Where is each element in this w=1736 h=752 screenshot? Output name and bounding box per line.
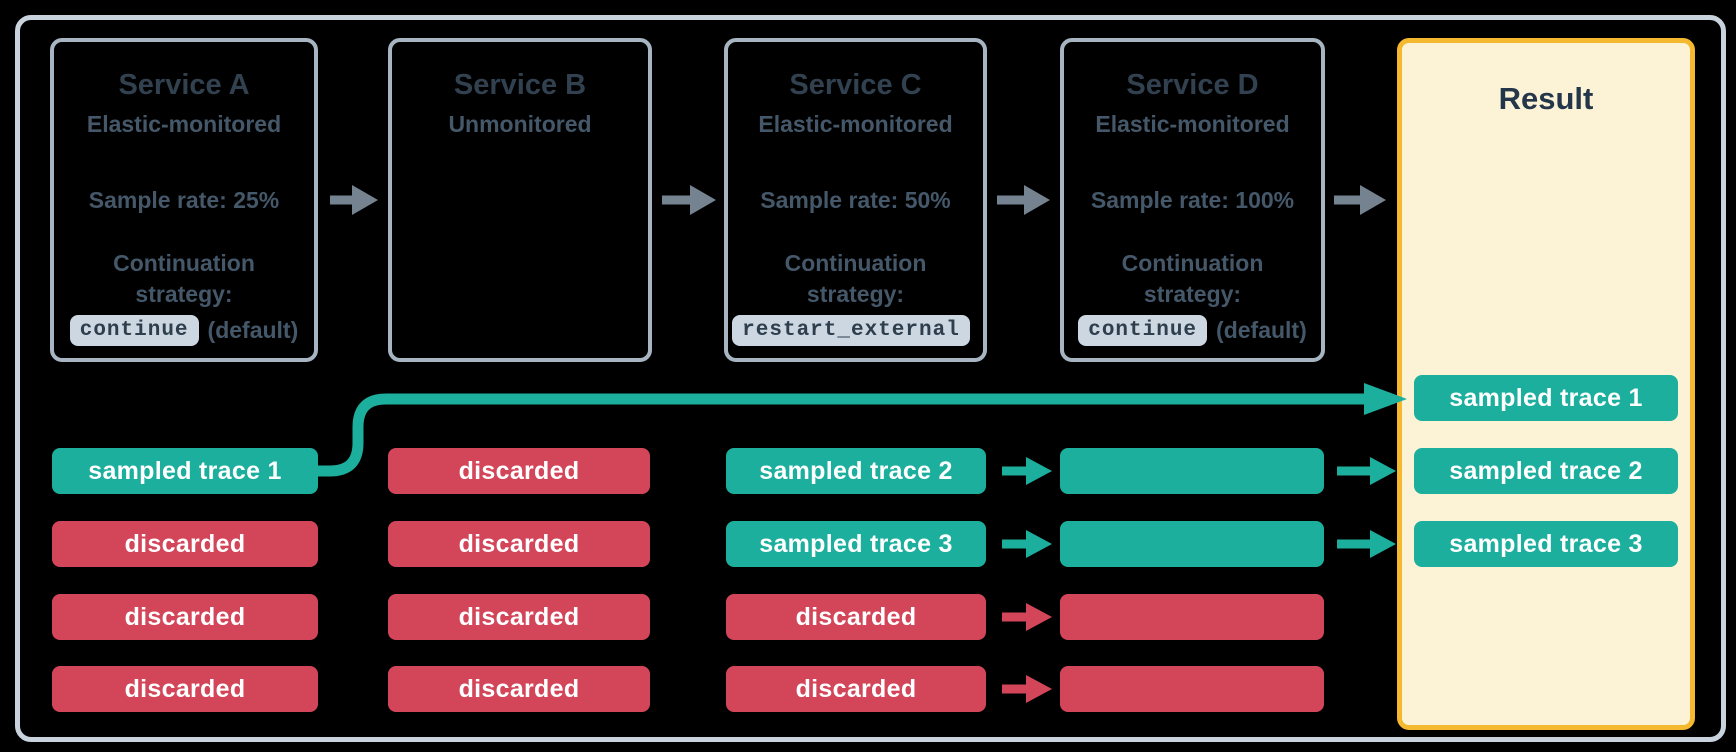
service-d-continuation-label: Continuation strategy: [1121, 250, 1264, 307]
service-box-b: Service B Unmonitored [388, 38, 652, 362]
trace-bar-a3-discarded: discarded [52, 594, 318, 640]
trace-bar-c4-discarded: discarded [726, 666, 986, 712]
trace-bar-b2-discarded: discarded [388, 521, 650, 567]
service-d-monitoring: Elastic-monitored [1095, 111, 1290, 137]
service-c-continuation-label: Continuation strategy: [784, 250, 927, 307]
service-a-sample-rate: Sample rate: 25% [88, 187, 280, 213]
service-d-strategy-note: (default) [1216, 317, 1307, 343]
trace-bar-d4-discarded-blank [1060, 666, 1324, 712]
service-c-strategy-code-chip: restart_external [732, 315, 970, 346]
service-c-monitoring: Elastic-monitored [758, 111, 953, 137]
flow-arrow-d-to-result [1334, 185, 1386, 215]
service-d-strategy-row: continue (default) [1078, 315, 1307, 346]
trace-bar-b1-discarded: discarded [388, 448, 650, 494]
trace-bar-b3-discarded: discarded [388, 594, 650, 640]
flow-arrow-b-to-c [662, 185, 716, 215]
service-box-c: Service C Elastic-monitored Sample rate:… [724, 38, 987, 362]
arrow-d2-to-result-sampled [1337, 530, 1396, 558]
service-c-sample-rate: Sample rate: 50% [760, 187, 951, 213]
result-bar-sampled-trace-3: sampled trace 3 [1414, 521, 1678, 567]
service-d-title: Service D [1126, 69, 1259, 101]
trace-bar-c3-discarded: discarded [726, 594, 986, 640]
service-box-a: Service A Elastic-monitored Sample rate:… [50, 38, 318, 362]
trace-bar-a2-discarded: discarded [52, 521, 318, 567]
trace-bar-d2-sampled-blank [1060, 521, 1324, 567]
trace-bar-a1-sampled-trace-1: sampled trace 1 [52, 448, 318, 494]
arrow-c3-to-d3-discarded [1002, 603, 1052, 631]
arrow-d1-to-result-sampled [1337, 457, 1396, 485]
service-c-strategy-row: restart_external [732, 315, 979, 346]
service-a-strategy-row: continue (default) [69, 315, 299, 346]
service-d-sample-rate: Sample rate: 100% [1090, 187, 1295, 213]
trace-bar-d3-discarded-blank [1060, 594, 1324, 640]
result-bar-sampled-trace-2: sampled trace 2 [1414, 448, 1678, 494]
service-a-strategy-code-chip: continue [69, 315, 199, 346]
service-b-title: Service B [453, 69, 587, 101]
trace-bar-b4-discarded: discarded [388, 666, 650, 712]
diagram-outer-frame [15, 15, 1726, 742]
service-c-title: Service C [789, 69, 922, 101]
connector-sampled-trace-1-to-result [312, 383, 1407, 477]
service-d-strategy-code-chip: continue [1078, 315, 1208, 346]
trace-bar-a4-discarded: discarded [52, 666, 318, 712]
trace-bar-d1-sampled-blank [1060, 448, 1324, 494]
service-b-monitoring: Unmonitored [448, 111, 592, 137]
service-a-title: Service A [118, 69, 250, 101]
arrow-c2-to-d2-sampled [1002, 530, 1052, 558]
flow-arrow-c-to-d [997, 185, 1050, 215]
flow-arrow-a-to-b [330, 185, 378, 215]
service-a-continuation-label: Continuation strategy: [113, 250, 255, 307]
service-a-strategy-note: (default) [207, 317, 299, 343]
service-a-monitoring: Elastic-monitored [86, 111, 282, 137]
arrow-c1-to-d1-sampled [1002, 457, 1052, 485]
service-box-d: Service D Elastic-monitored Sample rate:… [1060, 38, 1325, 362]
trace-bar-c1-sampled-trace-2: sampled trace 2 [726, 448, 986, 494]
result-title: Result [1498, 81, 1594, 116]
trace-bar-c2-sampled-trace-3: sampled trace 3 [726, 521, 986, 567]
result-bar-sampled-trace-1: sampled trace 1 [1414, 375, 1678, 421]
arrow-c4-to-d4-discarded [1002, 675, 1052, 703]
